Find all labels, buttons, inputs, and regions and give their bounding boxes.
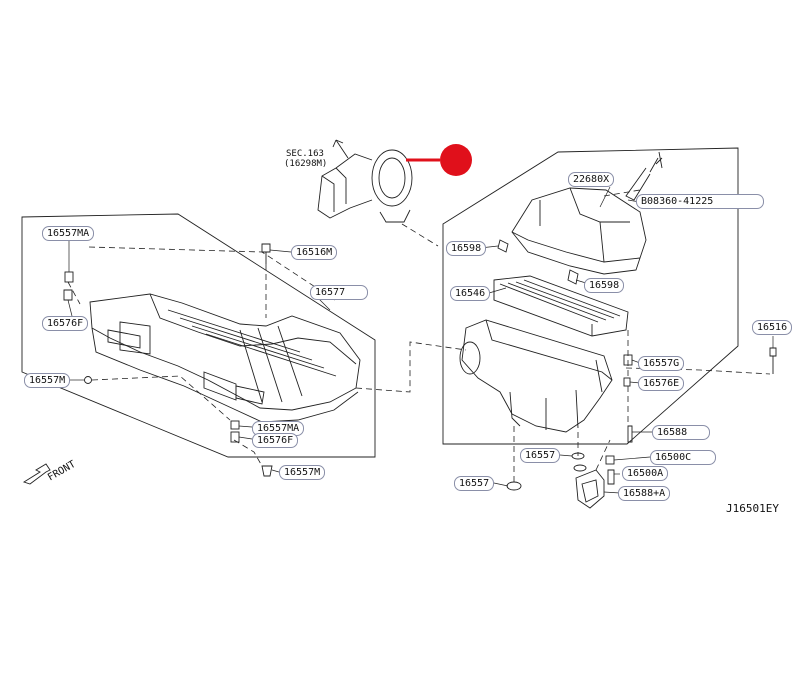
callout-16598-right[interactable]: 16598	[584, 278, 625, 293]
grommet-16576F-left	[63, 289, 73, 301]
section-ref-line-2: (16298M)	[284, 159, 328, 169]
maf-sensor-part	[317, 149, 413, 223]
callout-16557M-left[interactable]: 16557M	[24, 373, 71, 388]
washer-16500A	[573, 464, 587, 472]
bolt-22680X	[625, 157, 659, 201]
bolt-08360	[655, 151, 663, 169]
air-duct-part	[89, 293, 361, 423]
air-filter-element-part	[493, 275, 629, 337]
air-cleaner-case-part	[459, 319, 613, 433]
bolt-prefix-icon: B	[641, 196, 648, 207]
bolt-16516	[769, 347, 777, 374]
callout-16557G[interactable]: 16557G	[638, 356, 685, 371]
callout-16500C[interactable]: 16500C	[650, 450, 716, 465]
callout-16577[interactable]: 16577	[310, 285, 368, 300]
highlight-marker	[440, 144, 472, 176]
front-arrow-icon	[22, 463, 51, 485]
callout-08360-text: 08360-41225	[647, 196, 714, 207]
left-group-frame	[21, 213, 376, 458]
right-group-frame	[442, 147, 739, 445]
bolt-16588	[627, 425, 633, 443]
clip-16557M-left	[84, 376, 92, 384]
sec-arrow	[332, 139, 349, 159]
callout-16557M-bottom[interactable]: 16557M	[279, 465, 326, 480]
callout-16588A[interactable]: 16588+A	[618, 486, 671, 501]
clip-16598-top	[497, 239, 509, 253]
callout-16576F-left[interactable]: 16576F	[42, 316, 89, 331]
section-ref-line-1: SEC.163	[286, 149, 324, 159]
callout-16500A[interactable]: 16500A	[622, 466, 669, 481]
callout-16516M[interactable]: 16516M	[291, 245, 338, 260]
callout-16588[interactable]: 16588	[652, 425, 710, 440]
callout-16598-top[interactable]: 16598	[446, 241, 487, 256]
drawing-code: J16501EY	[726, 502, 779, 515]
callout-16557MA-top[interactable]: 16557MA	[42, 226, 95, 241]
bolt-16500A	[607, 469, 615, 485]
callout-08360-41225[interactable]: B08360-41225	[636, 194, 764, 209]
clip-16598-right	[567, 269, 579, 285]
clip-16557MA-bottom	[230, 420, 240, 430]
callout-16557-bottom[interactable]: 16557	[454, 476, 495, 491]
callout-16576F-bottom[interactable]: 16576F	[252, 433, 299, 448]
callout-16546[interactable]: 16546	[450, 286, 491, 301]
air-cleaner-cover-part	[511, 187, 647, 275]
bolt-16516M	[261, 243, 271, 264]
clip-16557M-bottom	[261, 465, 273, 477]
callout-16576E[interactable]: 16576E	[638, 376, 685, 391]
callout-16557-mid[interactable]: 16557	[520, 448, 561, 463]
callout-22680X[interactable]: 22680X	[568, 172, 615, 187]
callout-16516[interactable]: 16516	[752, 320, 793, 335]
